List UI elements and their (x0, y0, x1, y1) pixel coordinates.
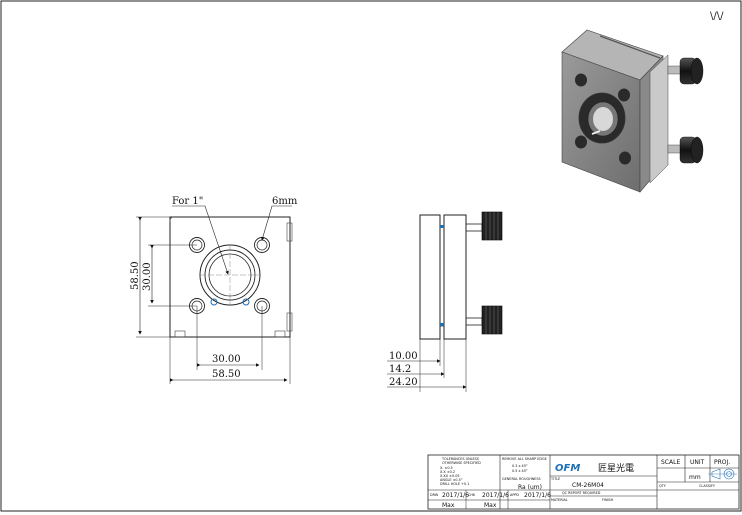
title-block: TOLERANCES UNLESS OTHERWISE SPECIFIED X.… (427, 454, 740, 510)
tol-row-1: X. ±0.5 (440, 466, 453, 470)
projection-symbol-icon (708, 468, 737, 480)
scale-label: SCALE (661, 459, 680, 466)
qty-label: QTY (659, 484, 667, 488)
unit-value: mm (689, 474, 701, 481)
roughness-ra: Ra (um) (518, 484, 542, 491)
finish-label: FINISH (602, 498, 614, 502)
edge-header: REMOVE ALL SHARP EDGE (502, 457, 547, 461)
tol-row-2: X.X ±0.2 (440, 470, 455, 474)
drw-label: DRW (430, 493, 439, 497)
classify-label: CLASSIFY (699, 484, 716, 488)
max-1: Max (442, 502, 455, 509)
callout-mount-size: 6mm (272, 196, 298, 207)
unit-label: UNIT (690, 459, 705, 466)
callout-hole-size: For 1" (172, 196, 203, 207)
title-label: TITLE (550, 477, 560, 481)
material-label: MATERIAL (551, 498, 568, 502)
tol-row-3: X.XX ±0.05 (440, 474, 460, 478)
roughness-header: GENERAL ROUGHNESS (502, 477, 541, 481)
dim-height-inner: 30.00 (142, 262, 153, 291)
drw-date: 2017/1/6 (442, 492, 469, 499)
tol-header-2: OTHERWISE SPECIFIED (442, 461, 481, 465)
dim-width-inner: 30.00 (212, 354, 241, 365)
dim-side-2: 14.2 (389, 364, 411, 375)
isometric-view (561, 29, 704, 193)
tol-row-5: DRILL HOLE +0.1 (440, 482, 469, 486)
max-2: Max (484, 502, 497, 509)
side-view: 10.00 14.2 24.20 (387, 211, 503, 392)
dim-height-outer: 58.50 (130, 261, 141, 290)
chk-label: CHK (468, 493, 476, 497)
dim-side-3: 24.20 (389, 377, 418, 388)
appd-date: 2017/1/6 (524, 492, 551, 499)
edge-row-1: 0.3 x 45° (512, 464, 528, 468)
tol-header-1: TOLERANCES UNLESS (441, 457, 479, 461)
qc-required: QC REPORT REQUIRED (562, 491, 601, 495)
chk-date: 2017/1/6 (482, 492, 509, 499)
company-logo: OFM (555, 463, 580, 474)
tol-row-4: ANGLE ±0.5° (440, 478, 463, 482)
front-view: For 1" 6mm 58.50 30.00 30.00 58.50 (130, 196, 298, 384)
dim-side-1: 10.00 (389, 351, 418, 362)
surface-mark: \/\/ (710, 11, 724, 22)
appd-label: APPD (510, 493, 519, 497)
edge-row-2: 0.5 x 45° (512, 469, 528, 473)
drawing-title: CM-26M04 (572, 482, 604, 489)
dim-width-outer: 58.50 (212, 369, 241, 380)
company-name: 匠星光電 (598, 462, 634, 474)
proj-label: PROJ. (714, 459, 730, 466)
